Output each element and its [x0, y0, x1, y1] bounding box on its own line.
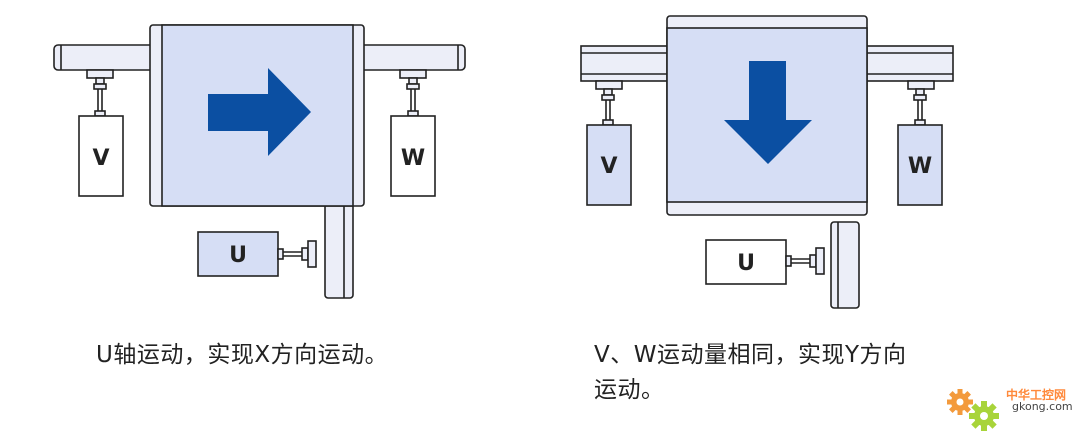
left-motor-v [78, 115, 124, 197]
left-u-rail [324, 203, 354, 299]
watermark-name: 中华工控网 [1006, 388, 1067, 402]
right-caption: V、W运动量相同，实现Y方向 运动。 [594, 338, 994, 408]
right-u-rail [830, 221, 860, 309]
right-caption-line2: 运动。 [594, 377, 665, 403]
arrow-down-icon [724, 61, 812, 164]
right-motor-v-label: V [600, 154, 617, 179]
right-motor-v [586, 124, 632, 206]
right-caption-line1: V、W运动量相同，实现Y方向 [594, 342, 907, 368]
watermark-domain: gkong.com [1012, 400, 1073, 413]
left-motor-u-label: U [229, 243, 247, 268]
right-motor-w [897, 124, 943, 206]
left-rail-left [53, 44, 155, 71]
right-rail-left [580, 45, 672, 82]
left-rail-right [356, 44, 466, 71]
left-motor-u [197, 231, 279, 277]
right-motor-u-label: U [737, 251, 755, 276]
left-motor-w [390, 115, 436, 197]
right-motor-u [705, 239, 787, 285]
left-motor-w-label: W [401, 146, 425, 171]
arrow-right-icon [208, 68, 311, 156]
right-rail-right [864, 45, 954, 82]
right-motor-w-label: W [908, 154, 932, 179]
left-motor-v-label: V [92, 146, 109, 171]
gear-icon [947, 389, 999, 431]
left-caption: U轴运动，实现X方向运动。 [96, 342, 389, 368]
watermark: 中华工控网 gkong.com [940, 378, 1080, 438]
